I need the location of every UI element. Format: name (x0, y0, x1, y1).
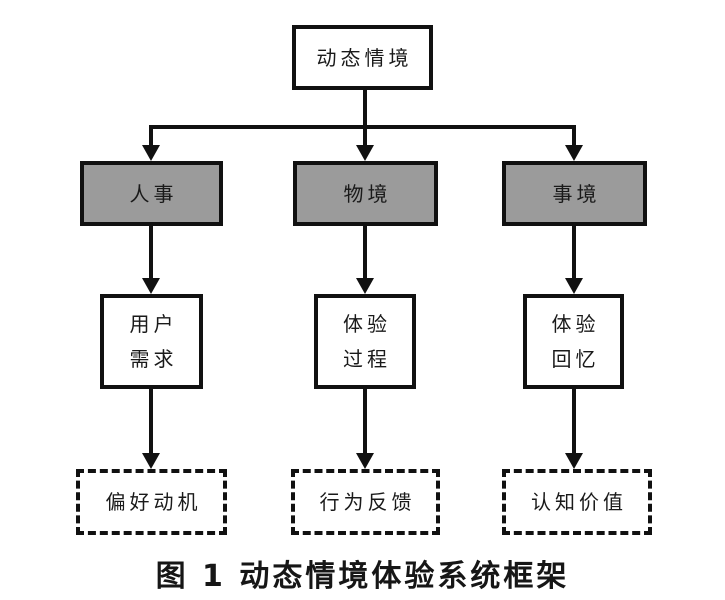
node-material-context-label: 物境 (343, 181, 392, 206)
node-experience-process: 体验 过程 (314, 294, 416, 389)
arrow-experience-recall-to-cognitive-value (565, 387, 583, 469)
node-behavior-feedback: 行为反馈 (291, 469, 440, 535)
node-user-needs: 用户 需求 (100, 294, 203, 389)
node-user-needs-line1: 用户 (129, 311, 178, 336)
node-experience-recall-line2: 回忆 (551, 347, 600, 372)
node-experience-process-line2: 过程 (343, 347, 391, 372)
node-dynamic-context-label: 动态情境 (316, 45, 413, 70)
node-experience-process-line1: 体验 (343, 311, 391, 336)
node-dynamic-context: 动态情境 (292, 25, 433, 90)
node-material-context: 物境 (293, 161, 438, 226)
arrow-event-to-experience-recall (565, 224, 583, 294)
arrow-material-to-experience-process (356, 224, 374, 294)
node-preference-motivation-label: 偏好动机 (105, 490, 202, 514)
node-event-context: 事境 (502, 161, 647, 226)
arrowhead-to-material-context (356, 145, 374, 161)
node-user-needs-line2: 需求 (129, 347, 178, 372)
node-event-context-label: 事境 (552, 181, 601, 206)
figure-caption: 图 1 动态情境体验系统框架 (155, 559, 570, 594)
node-experience-recall-line1: 体验 (551, 311, 600, 336)
arrow-personnel-to-user-needs (142, 224, 160, 294)
branch-connector (142, 88, 583, 161)
node-behavior-feedback-label: 行为反馈 (319, 490, 416, 514)
arrowhead-to-personnel (142, 145, 160, 161)
node-personnel-label: 人事 (129, 181, 178, 206)
node-cognitive-value: 认知价值 (502, 469, 652, 535)
arrow-user-needs-to-preference-motivation (142, 387, 160, 469)
node-personnel: 人事 (80, 161, 223, 226)
node-cognitive-value-label: 认知价值 (531, 490, 627, 514)
arrowhead-to-event-context (565, 145, 583, 161)
arrow-experience-process-to-behavior-feedback (356, 387, 374, 469)
node-experience-recall: 体验 回忆 (523, 294, 624, 389)
node-preference-motivation: 偏好动机 (76, 469, 227, 535)
